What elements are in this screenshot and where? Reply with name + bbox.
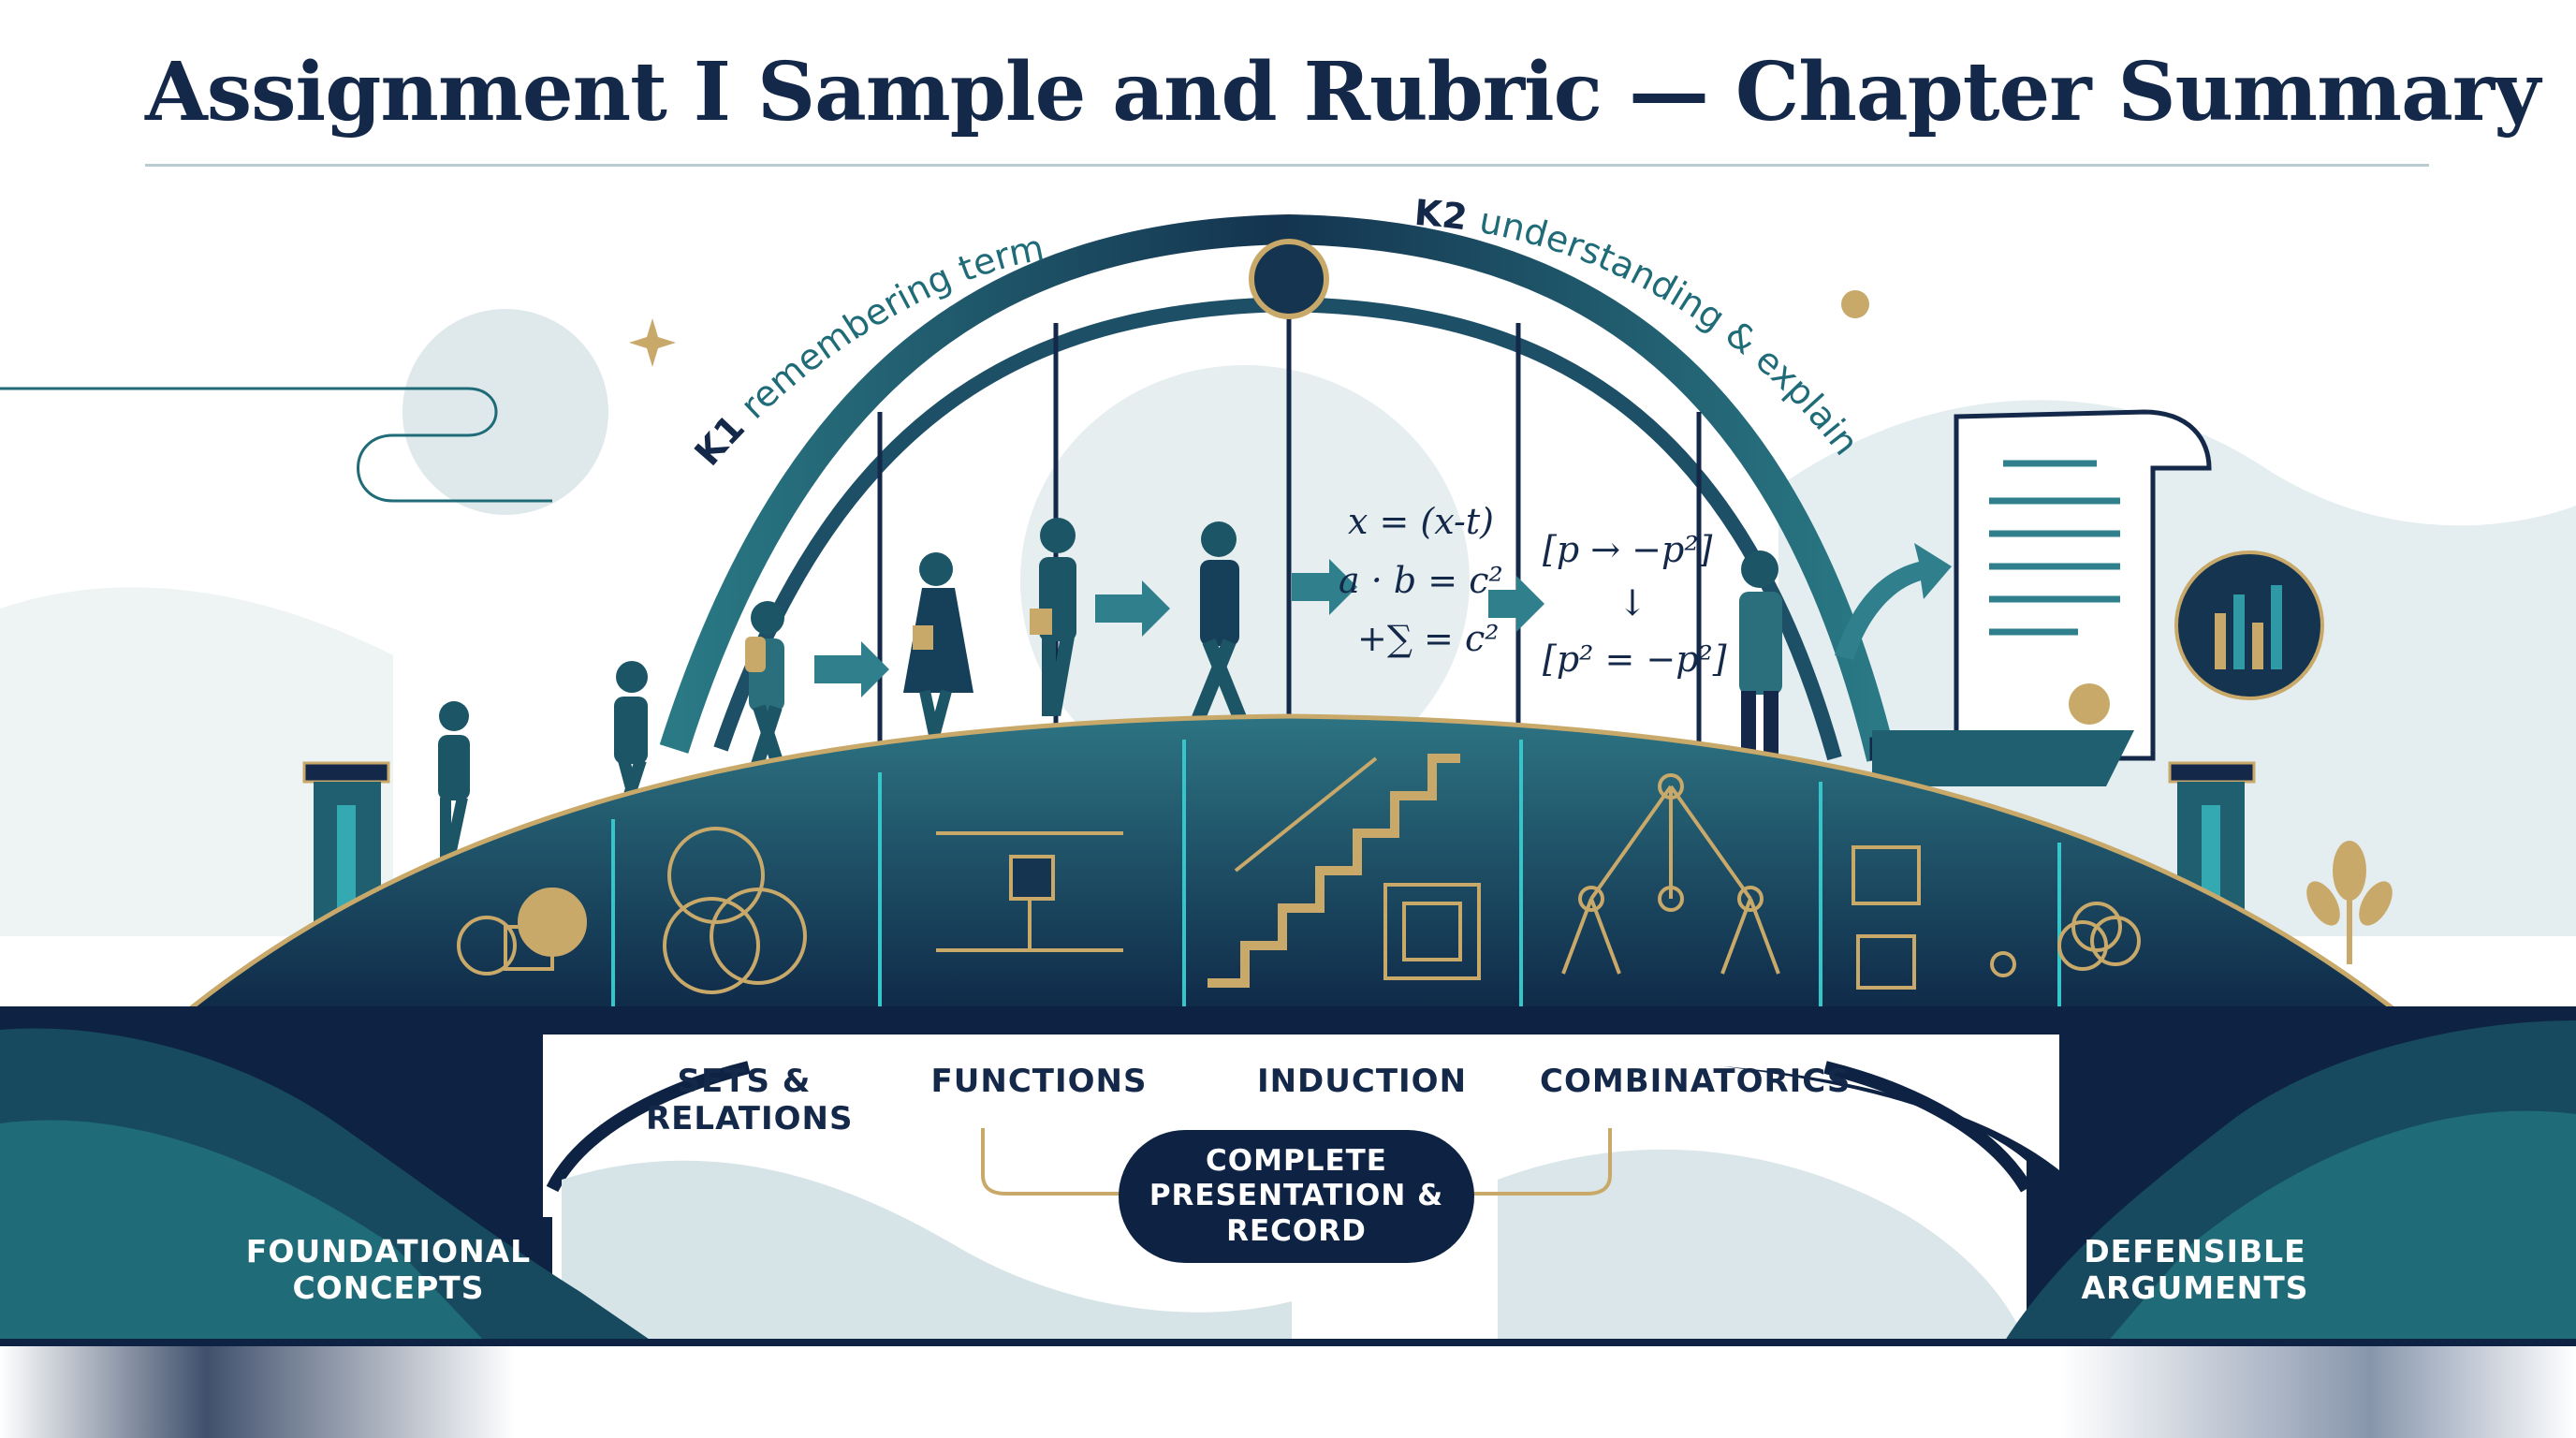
title-divider	[145, 164, 2429, 167]
seal-icon	[2069, 683, 2110, 725]
decorative-lines	[0, 387, 552, 503]
foundational-concepts-label: FOUNDATIONAL CONCEPTS	[245, 1233, 532, 1306]
topics-bracket	[981, 1128, 1612, 1196]
equation-line-3: +∑ = c²	[1357, 618, 1500, 659]
k2-tag: K2	[1412, 192, 1483, 241]
topic-combinatorics: COMBINATORICS	[1540, 1063, 1852, 1100]
progression-arrows	[814, 543, 1952, 697]
equation-line-2: a · b = c²	[1339, 560, 1503, 601]
bridge-deck	[180, 713, 2404, 1014]
pill-label: COMPLETE PRESENTATION & RECORD	[1149, 1144, 1444, 1248]
page-title: Assignment I Sample and Rubric — Chapter…	[145, 45, 2540, 139]
student-figure	[903, 552, 973, 749]
topic-functions: FUNCTIONS	[930, 1063, 1148, 1100]
logic-expression-top: [p → −p²]	[1543, 529, 1713, 570]
chart-badge-icon	[2174, 550, 2324, 700]
right-hill-front	[2106, 1110, 2576, 1343]
left-hill-front	[0, 1120, 487, 1343]
scroll-document-icon	[1869, 409, 2212, 786]
gold-dot-icon	[1841, 290, 1869, 318]
student-figure	[745, 601, 789, 781]
teacher-figure	[1739, 550, 1782, 785]
bridge-arch	[659, 213, 1896, 762]
topic-sets-relations: SETS & RELATIONS	[646, 1063, 854, 1138]
student-figure	[1030, 518, 1076, 717]
defensible-arguments-label: DEFENSIBLE ARGUMENTS	[2081, 1233, 2309, 1306]
arch-keystone-icon	[1249, 239, 1329, 319]
student-figure	[1191, 521, 1248, 723]
logic-down-arrow: ↓	[1617, 582, 1647, 624]
equation-line-1: x = (x-t)	[1348, 501, 1494, 542]
bottom-fade-band	[0, 1343, 2576, 1438]
plant-icon	[2306, 841, 2393, 964]
student-figure	[438, 701, 470, 863]
topic-induction: INDUCTION	[1256, 1063, 1468, 1100]
complete-presentation-pill: COMPLETE PRESENTATION & RECORD	[1119, 1130, 1474, 1263]
logic-expression-bottom: [p² = −p²]	[1543, 638, 1727, 680]
sparkle-icon	[629, 318, 676, 367]
